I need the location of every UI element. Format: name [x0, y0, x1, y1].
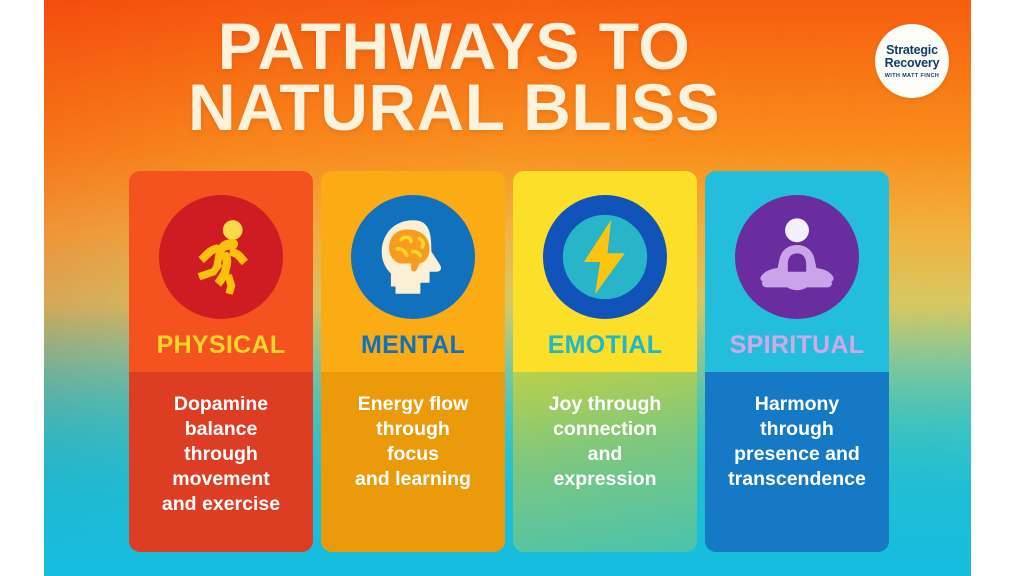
- logo-line-1: Strategic: [886, 42, 938, 57]
- logo-tagline: WITH MATT FINCH: [884, 72, 940, 79]
- card-physical-header: PHYSICAL: [129, 171, 313, 372]
- card-spiritual-header: SPIRITUAL: [705, 171, 889, 372]
- card-emotional-header: EMOTIAL: [513, 171, 697, 372]
- card-spiritual[interactable]: SPIRITUAL Harmony through presence and t…: [705, 171, 889, 552]
- running-person-icon: [159, 195, 283, 319]
- pathway-cards: PHYSICAL Dopamine balance through moveme…: [129, 171, 889, 552]
- card-spiritual-label: SPIRITUAL: [729, 331, 865, 359]
- card-physical-description: Dopamine balance through movement and ex…: [129, 372, 313, 552]
- card-spiritual-description: Harmony through presence and transcenden…: [705, 372, 889, 552]
- card-emotional-label: EMOTIAL: [547, 331, 663, 359]
- page-title: PATHWAYS TO NATURAL BLISS: [44, 9, 864, 145]
- card-mental-description: Energy flow through focus and learning: [321, 372, 505, 552]
- logo-line-2: Recovery: [884, 55, 940, 70]
- card-emotional[interactable]: EMOTIAL Joy through connection and expre…: [513, 171, 697, 552]
- meditating-person-icon: [735, 195, 859, 319]
- head-brain-icon: [351, 195, 475, 319]
- title-line-1: PATHWAYS TO: [217, 9, 691, 83]
- poster-canvas: PATHWAYS TO NATURAL BLISS Strategic Reco…: [44, 0, 971, 576]
- title-line-2: NATURAL BLISS: [187, 70, 721, 145]
- card-physical-label: PHYSICAL: [156, 331, 286, 359]
- card-physical[interactable]: PHYSICAL Dopamine balance through moveme…: [129, 171, 313, 552]
- brand-logo[interactable]: Strategic Recovery WITH MATT FINCH: [875, 24, 949, 98]
- card-mental-label: MENTAL: [360, 331, 466, 359]
- card-mental-header: MENTAL: [321, 171, 505, 372]
- card-emotional-description: Joy through connection and expression: [513, 372, 697, 552]
- lightning-bolt-icon: [543, 195, 667, 319]
- card-mental[interactable]: MENTAL Energy flow through focus and lea…: [321, 171, 505, 552]
